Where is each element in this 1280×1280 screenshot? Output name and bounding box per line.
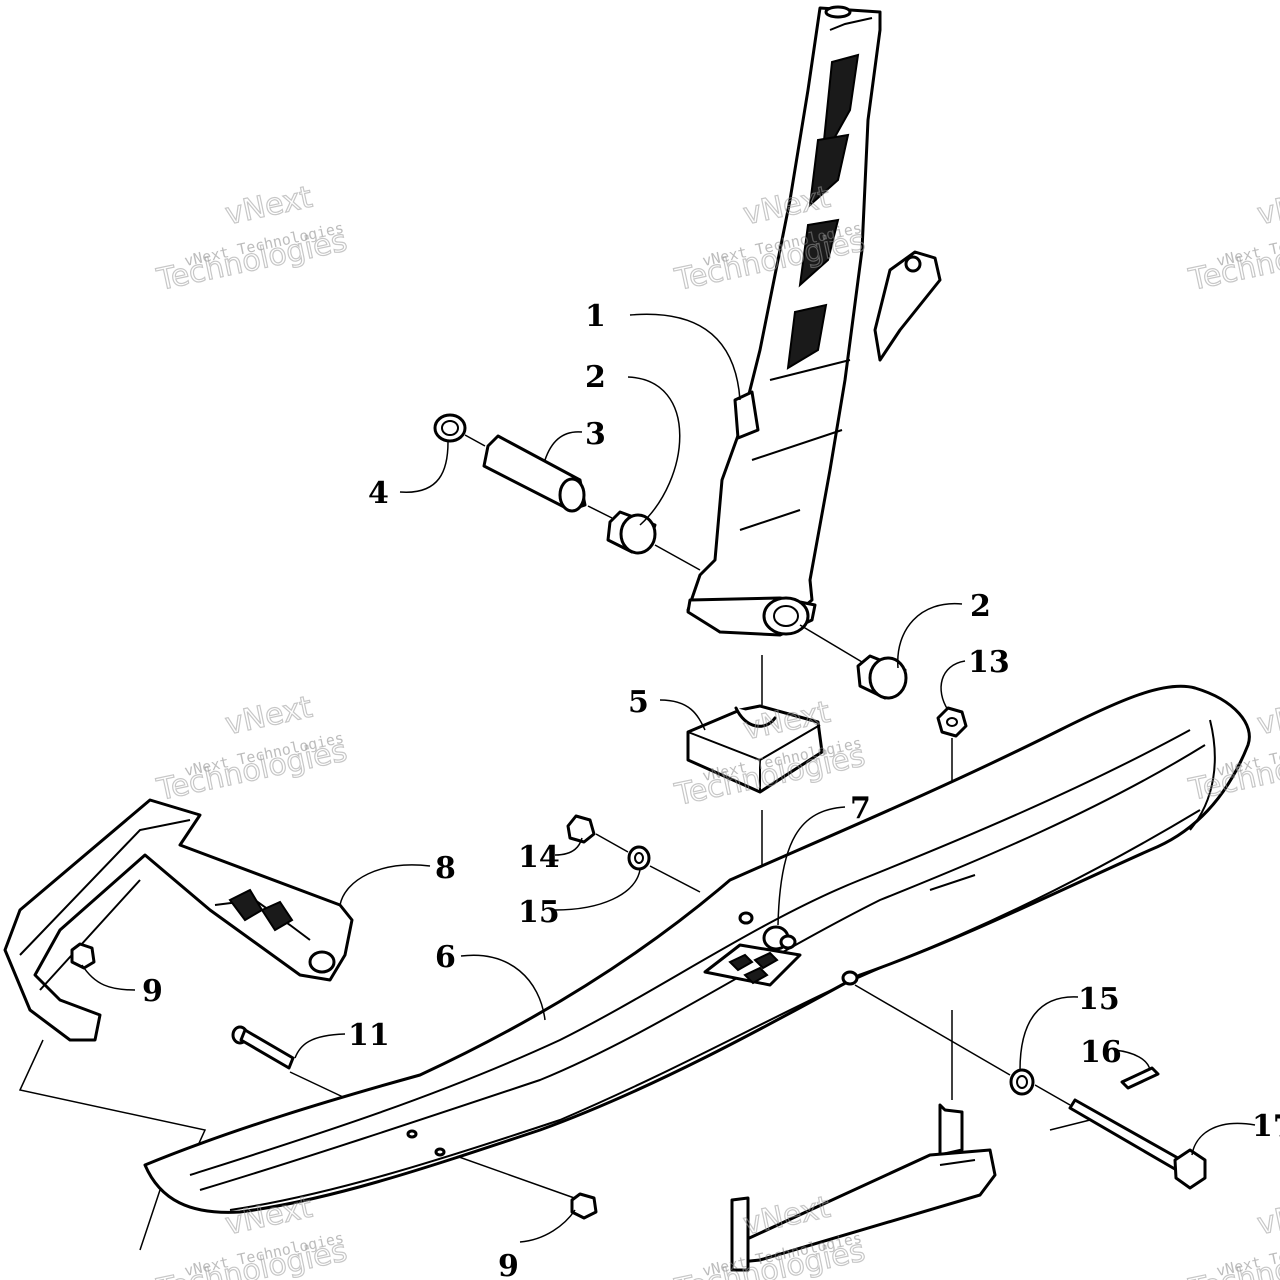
nut-9-lower — [570, 1192, 598, 1220]
washer-15-lower — [1009, 1068, 1035, 1096]
washer-4 — [433, 413, 467, 443]
callout-7: 7 — [850, 791, 871, 826]
nut-14 — [566, 814, 596, 844]
ski — [143, 684, 1251, 1214]
nut-7 — [762, 925, 797, 951]
watermark-text: Technologies — [153, 734, 350, 809]
callout-16: 16 — [1080, 1035, 1122, 1070]
callout-leaders — [81, 313, 1256, 1243]
watermark-text: vNext — [222, 180, 315, 233]
callout-2-upper: 2 — [585, 360, 606, 395]
bolt-11 — [231, 1025, 295, 1070]
watermark-1: vNext vNext Technologies Technologies — [153, 179, 351, 299]
watermark-3: vNext vNext Technologies Technologies — [1185, 179, 1280, 299]
saddle-block — [686, 704, 824, 794]
callout-11: 11 — [348, 1018, 390, 1053]
callout-1: 1 — [585, 299, 606, 334]
assembly-lines — [18, 434, 1091, 1251]
watermark-4: vNext vNext Technologies Technologies — [153, 689, 351, 809]
callout-4: 4 — [368, 476, 389, 511]
callout-13: 13 — [968, 645, 1010, 680]
watermark-text: vNext — [1254, 1190, 1280, 1243]
cotter-pin-16 — [1120, 1066, 1160, 1090]
watermark-text: Technologies — [153, 1234, 350, 1280]
callout-15-upper: 15 — [518, 895, 560, 930]
ski-loop — [3, 798, 354, 1042]
callout-5: 5 — [628, 685, 649, 720]
callout-labels: 1 2 3 4 2 13 5 7 8 14 15 6 9 11 15 16 17… — [142, 299, 1280, 1280]
callout-3: 3 — [585, 417, 606, 452]
callout-9-lower: 9 — [498, 1249, 519, 1280]
nut-9-upper — [70, 942, 96, 970]
callout-8: 8 — [435, 851, 456, 886]
callout-15-lower: 15 — [1078, 982, 1120, 1017]
callout-6: 6 — [435, 940, 456, 975]
watermark-text: Technologies — [153, 224, 350, 299]
wear-bar — [730, 1103, 997, 1272]
callout-17: 17 — [1252, 1109, 1280, 1144]
watermark-9: vNext vNext Technologies Technologies — [1185, 1189, 1280, 1280]
bushing-lower — [856, 654, 908, 700]
sleeve — [482, 434, 587, 513]
callout-2-lower: 2 — [970, 589, 991, 624]
spindle — [686, 5, 942, 637]
watermark-text: vNext — [222, 690, 315, 743]
callout-9-upper: 9 — [142, 974, 163, 1009]
watermark-text: Technologies — [1185, 224, 1280, 299]
callout-14: 14 — [518, 840, 560, 875]
watermark-text: vNext — [1254, 180, 1280, 233]
nut-13 — [936, 706, 968, 738]
bolt-17 — [1068, 1098, 1207, 1190]
washer-15-upper — [627, 845, 651, 871]
watermark-text: vNext — [1254, 690, 1280, 743]
